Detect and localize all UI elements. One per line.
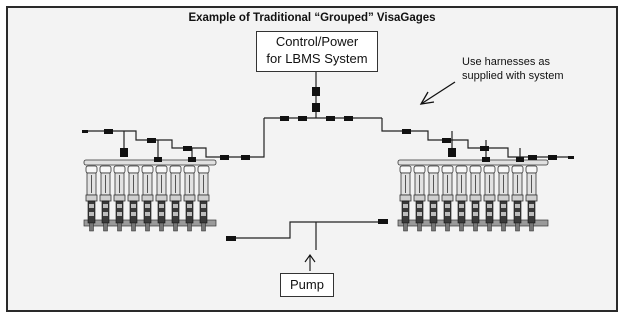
harness-note: Use harnesses as supplied with system [462, 55, 612, 83]
connector [183, 146, 192, 151]
left-gage-group [83, 159, 217, 232]
connector [402, 129, 411, 134]
connector [280, 116, 289, 121]
pump-hose-fitting-right [378, 219, 388, 224]
connector [312, 87, 320, 96]
connector [548, 155, 557, 160]
connector [154, 157, 162, 162]
harness-arrow [419, 81, 456, 105]
connector [241, 155, 250, 160]
diagram-title: Example of Traditional “Grouped” VisaGag… [188, 12, 436, 24]
connector [104, 129, 113, 134]
pump-arrow [304, 254, 316, 271]
connector [312, 103, 320, 112]
connector [482, 157, 490, 162]
control-box-line2: for LBMS System [266, 51, 368, 66]
pump-hose-fitting-left [226, 236, 236, 241]
connector [298, 116, 307, 121]
harness-note-line2: supplied with system [462, 70, 564, 82]
right-manifold-rail [397, 159, 549, 166]
right-gage-group [397, 159, 549, 232]
harness-note-line1: Use harnesses as [462, 56, 551, 68]
connector [326, 116, 335, 121]
connector [147, 138, 156, 143]
control-power-box: Control/Power for LBMS System [256, 31, 378, 72]
connector [82, 130, 88, 133]
connector [528, 155, 537, 160]
connector [442, 138, 451, 143]
connector [516, 157, 524, 162]
connector [480, 146, 489, 151]
harness-connectors [82, 87, 574, 241]
connector [188, 157, 196, 162]
connector [220, 155, 229, 160]
connector [120, 148, 128, 157]
left-manifold-rail [83, 159, 217, 166]
connector [448, 148, 456, 157]
pump-box: Pump [280, 273, 334, 297]
connector [344, 116, 353, 121]
control-box-line1: Control/Power [275, 34, 359, 49]
connector [568, 156, 574, 159]
